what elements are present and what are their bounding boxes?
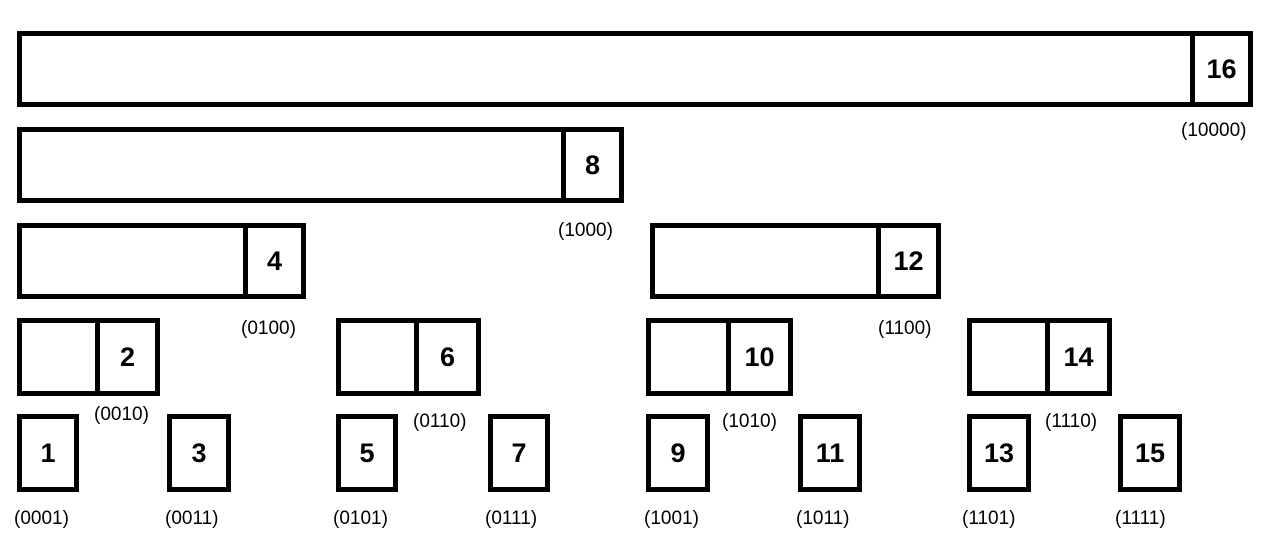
- node-11-label: 11: [815, 437, 845, 468]
- node-14-label: 14: [1045, 323, 1107, 391]
- node-1-label: 1: [40, 437, 56, 468]
- node-11-binary: (1011): [796, 508, 850, 529]
- node-14-binary: (1110): [1045, 411, 1098, 432]
- node-15: 15: [1118, 414, 1182, 492]
- node-3: 3: [167, 414, 231, 492]
- node-9-label: 9: [670, 437, 686, 468]
- node-2-label: 2: [95, 323, 155, 391]
- node-2-binary: (0010): [94, 404, 149, 425]
- node-6-binary: (0110): [413, 411, 467, 432]
- node-6: 6: [336, 318, 481, 396]
- node-7-label: 7: [511, 437, 527, 468]
- node-12-label: 12: [876, 228, 936, 294]
- node-7: 7: [488, 414, 550, 492]
- node-5-label: 5: [359, 437, 375, 468]
- node-1: 1: [17, 414, 79, 492]
- node-2: 2: [17, 318, 160, 396]
- node-13-binary: (1101): [962, 508, 1016, 529]
- node-8: 8: [17, 127, 624, 203]
- node-15-binary: (1111): [1115, 508, 1166, 529]
- node-10-label: 10: [726, 323, 788, 391]
- node-1-binary: (0001): [14, 508, 69, 529]
- node-16: 16: [17, 31, 1253, 107]
- node-8-label: 8: [561, 132, 619, 198]
- node-8-binary: (1000): [558, 220, 613, 241]
- node-15-label: 15: [1134, 437, 1166, 468]
- node-3-label: 3: [191, 437, 207, 468]
- node-3-binary: (0011): [165, 508, 219, 529]
- node-13-label: 13: [983, 437, 1015, 468]
- node-5: 5: [336, 414, 398, 492]
- node-6-label: 6: [414, 323, 476, 391]
- node-4-label: 4: [243, 228, 301, 294]
- node-16-label: 16: [1190, 36, 1248, 102]
- node-12-binary: (1100): [878, 318, 932, 339]
- node-4-binary: (0100): [241, 318, 296, 339]
- node-11: 11: [798, 414, 862, 492]
- node-9-binary: (1001): [644, 508, 699, 529]
- node-13: 13: [967, 414, 1031, 492]
- node-14: 14: [967, 318, 1112, 396]
- node-9: 9: [646, 414, 710, 492]
- node-10-binary: (1010): [722, 411, 777, 432]
- node-4: 4: [17, 223, 306, 299]
- node-10: 10: [646, 318, 793, 396]
- node-16-binary: (10000): [1181, 120, 1247, 141]
- node-5-binary: (0101): [333, 508, 388, 529]
- node-7-binary: (0111): [485, 508, 538, 529]
- node-12: 12: [650, 223, 941, 299]
